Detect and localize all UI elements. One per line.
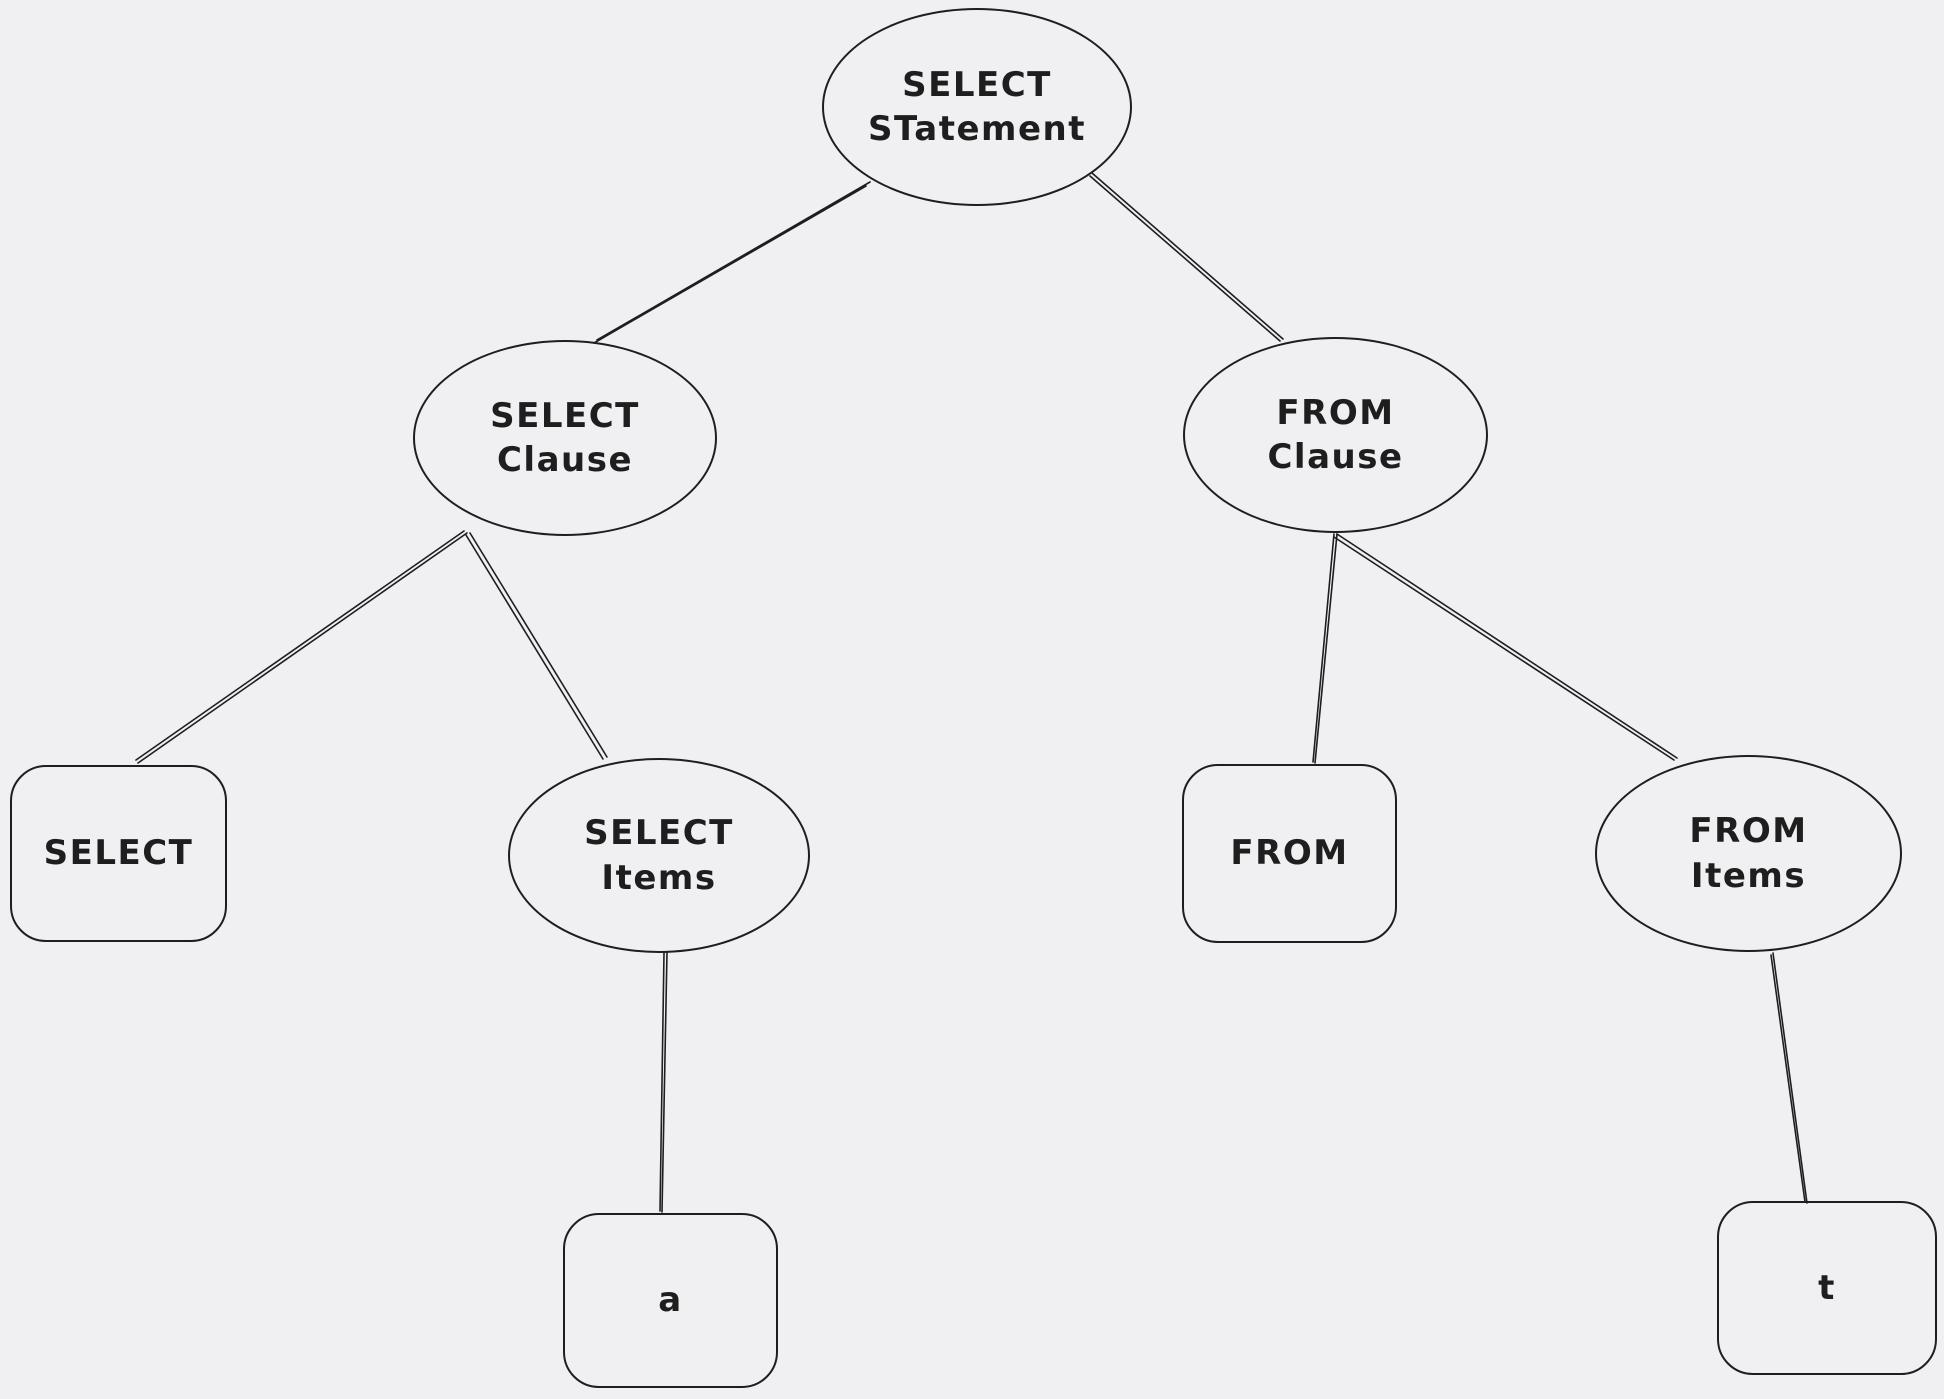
node-select-clause: SELECT Clause	[413, 340, 717, 536]
edge-select-statement-to-select-clause	[593, 181, 871, 344]
edge-from-items-to-table-t	[1770, 952, 1808, 1204]
edge-select-statement-to-from-clause	[1089, 172, 1284, 342]
node-label-line: FROM	[1689, 811, 1808, 852]
node-from-keyword: FROM	[1182, 764, 1397, 943]
node-from-clause: FROM Clause	[1183, 337, 1488, 533]
node-table-t: t	[1717, 1201, 1937, 1375]
edge-select-clause-to-select-keyword	[135, 530, 468, 764]
edge-from-clause-to-from-items	[1333, 533, 1678, 761]
node-label-line: SELECT	[490, 395, 640, 436]
node-label-line: SELECT	[584, 813, 734, 854]
node-label-line: SELECT	[902, 64, 1052, 105]
node-label-line: STatement	[868, 109, 1086, 149]
node-column-a: a	[563, 1213, 778, 1388]
node-label-line: FROM	[1230, 833, 1349, 874]
node-label-line: Items	[601, 857, 717, 898]
node-select-keyword: SELECT	[10, 765, 227, 942]
edge-from-clause-to-from-keyword	[1312, 533, 1338, 764]
node-label-line: FROM	[1276, 392, 1395, 433]
node-label-line: Clause	[496, 440, 634, 480]
node-label-line: a	[658, 1280, 683, 1321]
node-from-items: FROM Items	[1595, 755, 1902, 952]
node-select-statement: SELECT STatement	[822, 8, 1132, 206]
node-label-line: Clause	[1267, 437, 1404, 477]
node-label-line: Items	[1690, 855, 1807, 896]
edge-select-clause-to-select-items	[465, 532, 608, 760]
node-label-line: SELECT	[43, 833, 194, 874]
edge-select-items-to-column-a	[659, 951, 668, 1213]
node-label-line: t	[1818, 1267, 1836, 1308]
node-select-items: SELECT Items	[508, 758, 810, 953]
